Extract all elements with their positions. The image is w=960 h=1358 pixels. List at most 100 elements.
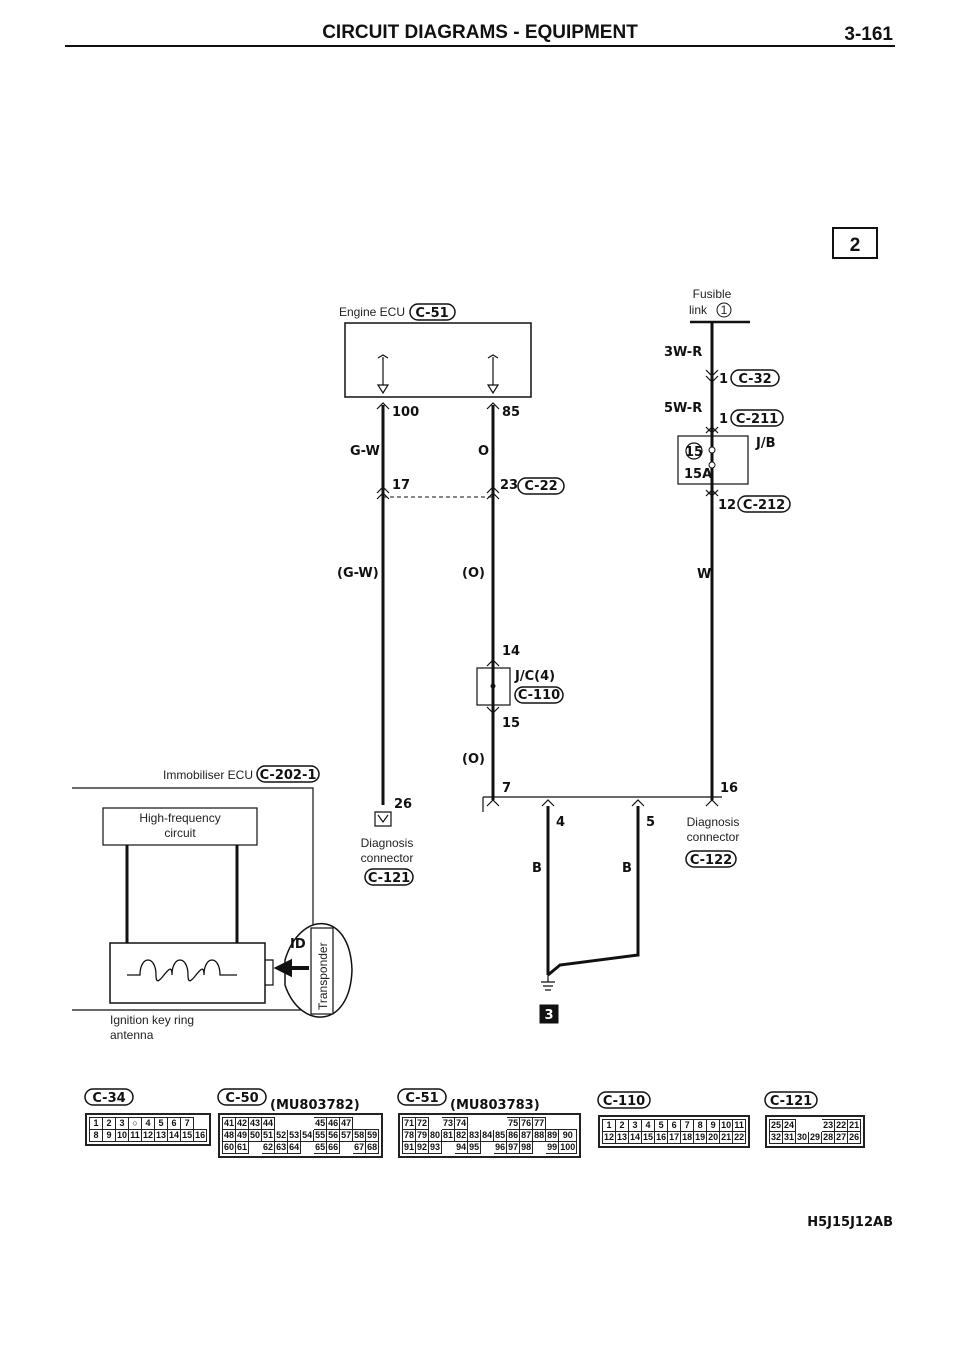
connector-pin: 97 xyxy=(506,1141,521,1154)
connector-pin: 48 xyxy=(221,1129,237,1142)
connector-pin: 10 xyxy=(719,1119,734,1132)
connector-pin: 53 xyxy=(287,1129,302,1142)
connector-pin: 91 xyxy=(401,1141,417,1154)
connector-pin: 47 xyxy=(339,1117,354,1130)
coil-icon xyxy=(127,959,237,982)
jb-label: J/B xyxy=(755,436,776,451)
c122-badge xyxy=(685,850,737,868)
connector-pin: 75 xyxy=(506,1117,521,1130)
joint-connector-box xyxy=(476,667,511,706)
c32-badge xyxy=(730,369,780,387)
connector-pin: 12 xyxy=(141,1129,156,1142)
hf-l1: High-frequency xyxy=(139,811,220,825)
c110-badge xyxy=(514,686,564,704)
wire-label-b2: B xyxy=(622,861,632,876)
c211-label: C-211 xyxy=(736,412,778,427)
junction-block-box xyxy=(677,435,749,485)
connector-pin: 11 xyxy=(128,1129,143,1142)
diag-left-connector: C-121 xyxy=(368,871,410,886)
pin-23: 23 xyxy=(500,478,518,493)
connector-pin: 18 xyxy=(680,1131,695,1144)
connector-pin: 27 xyxy=(834,1131,849,1144)
c32-label: C-32 xyxy=(738,372,771,387)
connector-pin: 60 xyxy=(221,1141,237,1154)
connector-pin: 10 xyxy=(114,1129,130,1142)
wire-label-b1: B xyxy=(532,861,542,876)
id-label: ID xyxy=(290,937,306,952)
connector-pin: 25 xyxy=(768,1119,784,1132)
pin-26: 26 xyxy=(394,797,412,812)
transponder-box xyxy=(310,927,334,1015)
connector-pin: 4 xyxy=(641,1119,656,1132)
connector-ticks xyxy=(376,402,500,500)
connector-pin: 45 xyxy=(313,1117,328,1130)
connector-pin-empty xyxy=(468,1118,481,1130)
connector-pin: 15 xyxy=(180,1129,195,1142)
connector-pin: 71 xyxy=(401,1117,417,1130)
connector-pin: 96 xyxy=(493,1141,508,1154)
connector-pin: 88 xyxy=(532,1129,547,1142)
pin-17: 17 xyxy=(392,478,410,493)
connector-pin: 67 xyxy=(352,1141,367,1154)
connector-part: (MU803782) xyxy=(270,1098,360,1113)
antenna-l1: Ignition key ring xyxy=(110,1013,194,1027)
c212-badge xyxy=(737,495,791,513)
connector-pin: 84 xyxy=(480,1129,495,1142)
connector-pin-empty xyxy=(809,1120,822,1132)
pin-14: 14 xyxy=(502,644,520,659)
connector-pin-empty xyxy=(796,1120,809,1132)
jc-label: J/C(4) xyxy=(514,669,555,684)
connector-pin: 42 xyxy=(235,1117,250,1130)
connector-pin: 2 xyxy=(102,1117,116,1130)
connector-pin: 65 xyxy=(313,1141,328,1154)
connector-pin-empty xyxy=(481,1118,494,1130)
connector-pin: 28 xyxy=(821,1131,836,1144)
connector-pin: 5 xyxy=(154,1117,169,1130)
connector-pin: 49 xyxy=(235,1129,250,1142)
connector-pin: 1 xyxy=(601,1119,617,1132)
connector-pin: 83 xyxy=(467,1129,482,1142)
pin-12: 12 xyxy=(718,498,736,513)
connector-pin: 6 xyxy=(167,1117,182,1130)
c22-label: C-22 xyxy=(524,479,557,494)
connector-pin: 64 xyxy=(287,1141,302,1154)
c121-badge-2 xyxy=(764,1091,818,1109)
c211-badge xyxy=(730,409,784,427)
connector-pin: 57 xyxy=(339,1129,354,1142)
connector-pin: 1 xyxy=(89,1117,103,1130)
ground-marker: 3 xyxy=(544,1008,553,1023)
connector-pin: 20 xyxy=(706,1131,721,1144)
connector-pin: 30 xyxy=(795,1131,810,1144)
connector-pin: 13 xyxy=(615,1131,630,1144)
wire-label-o-p: (O) xyxy=(462,566,485,581)
connector-pin: 15 xyxy=(641,1131,656,1144)
fusible-number-circle xyxy=(716,302,732,318)
connector-pin-empty xyxy=(494,1118,507,1130)
fusible-number: 1 xyxy=(721,303,728,317)
connector-name: C-110 xyxy=(603,1094,645,1109)
connector-pin-empty xyxy=(301,1142,314,1154)
connector-pin: 54 xyxy=(300,1129,315,1142)
engine-ecu-box xyxy=(344,322,532,398)
right-connector-ticks xyxy=(705,369,719,497)
connector-pin: 13 xyxy=(154,1129,169,1142)
connector-pin: 23 xyxy=(821,1119,836,1132)
connector-pin: 52 xyxy=(274,1129,289,1142)
connector-pin: 44 xyxy=(261,1117,276,1130)
connector-pin: 82 xyxy=(454,1129,469,1142)
connector-pin: 16 xyxy=(193,1129,208,1142)
engine-ecu-connector: C-51 xyxy=(415,306,448,321)
connector-pin: 26 xyxy=(847,1131,862,1144)
connector-pin: 79 xyxy=(415,1129,430,1142)
wire-label-gw: G-W xyxy=(350,444,380,459)
antenna-l2: antenna xyxy=(110,1028,154,1042)
connector-pin: 59 xyxy=(365,1129,380,1142)
hf-l2: circuit xyxy=(164,826,196,840)
connector-pin: 7 xyxy=(180,1117,195,1130)
connector-pin: 61 xyxy=(235,1141,250,1154)
connector-pin: 72 xyxy=(415,1117,430,1130)
pin-7: 7 xyxy=(502,781,511,796)
